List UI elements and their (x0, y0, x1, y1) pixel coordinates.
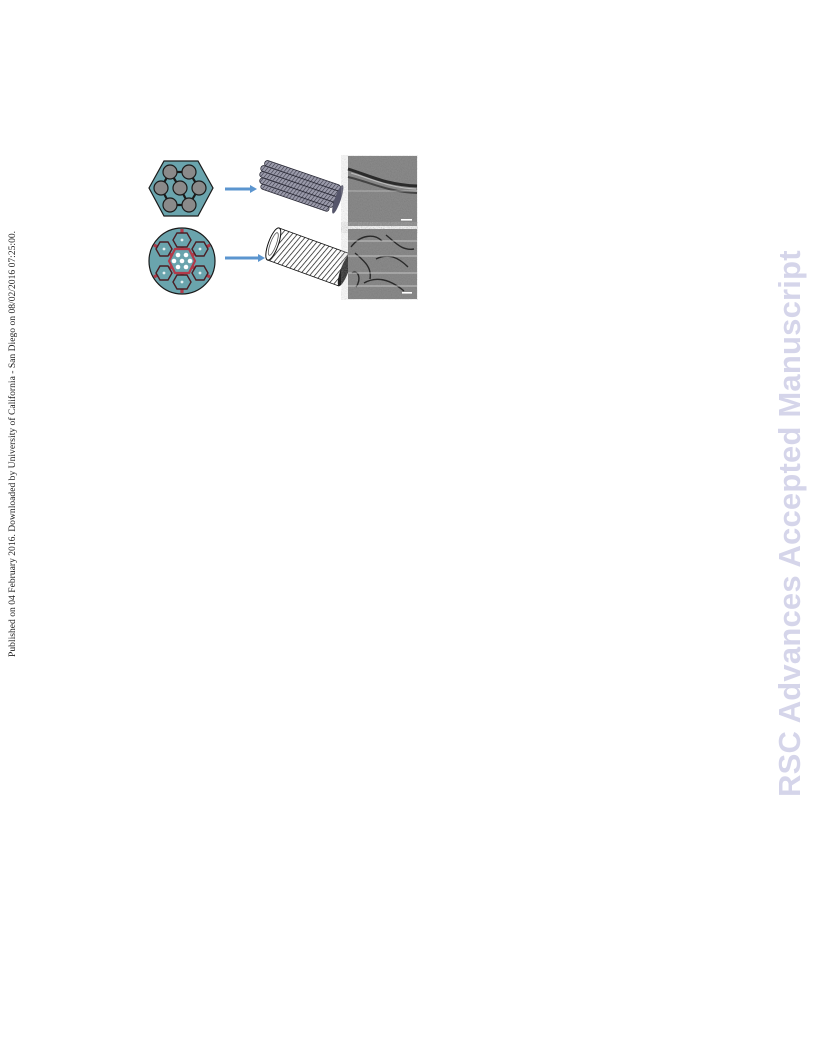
circular-hierarchical-cross-section (148, 227, 216, 295)
journal-watermark-text: RSC Advances Accepted Manuscript (772, 250, 807, 797)
arrow-icon (225, 254, 265, 262)
graphical-abstract-figure (146, 155, 418, 300)
tem-micrograph (348, 229, 417, 299)
publication-notice-text: Published on 04 February 2016. Downloade… (7, 230, 18, 657)
nanorod-bundle (259, 160, 344, 214)
arrow-icon (225, 185, 257, 193)
hollow-nanotube (265, 227, 352, 287)
tem-micrograph (347, 156, 418, 226)
hexagonal-mesoporous-cross-section (148, 160, 214, 217)
